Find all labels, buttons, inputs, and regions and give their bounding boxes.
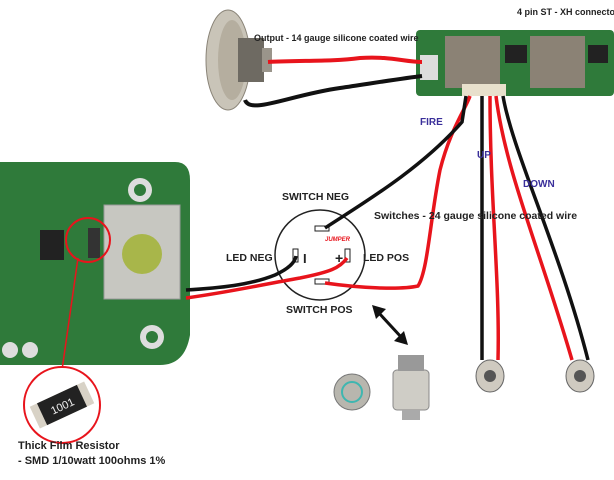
- up-label: UP: [477, 150, 491, 161]
- switch-neg-pin: [314, 225, 330, 232]
- fire-label: FIRE: [420, 117, 443, 128]
- up-switch: [475, 359, 505, 393]
- led-pos-wire: [185, 256, 349, 300]
- switch-pos-label: SWITCH POS: [286, 304, 353, 316]
- switch-neg-label: SWITCH NEG: [282, 191, 349, 203]
- controller-board: [416, 30, 614, 96]
- output-wire-label: Output - 14 gauge silicone coated wire: [254, 33, 419, 43]
- connector-label: 4 pin ST - XH connector: [517, 7, 614, 17]
- switches-wire-label: Switches - 24 gauge silicone coated wire: [374, 210, 577, 222]
- fire-neg-wire: [324, 95, 468, 230]
- resistor-highlight: [65, 217, 111, 263]
- resistor-title: Thick Film Resistor: [18, 440, 120, 452]
- led-neg-wire: [185, 255, 298, 292]
- jumper-label: JUMPER: [325, 237, 351, 243]
- down-pos-wire: [494, 95, 574, 361]
- up-pos-wire: [488, 95, 500, 361]
- output-jack: [205, 9, 272, 111]
- down-neg-wire: [501, 95, 590, 361]
- down-switch: [565, 359, 595, 393]
- down-label: DOWN: [523, 179, 555, 190]
- double-arrow-icon: [372, 305, 408, 345]
- led-pcb: [0, 162, 190, 365]
- output-negative-wire: [243, 74, 423, 108]
- switch-pinout: I + JUMPER: [274, 209, 366, 301]
- led-neg-label: LED NEG: [226, 252, 273, 264]
- led-neg-pin: [292, 248, 299, 263]
- plus-mark: +: [335, 250, 343, 266]
- switch-pos-pin: [314, 278, 330, 285]
- led-pos-pin: [344, 248, 351, 263]
- led-pos-label: LED POS: [363, 252, 409, 264]
- minus-mark: I: [303, 251, 307, 266]
- fire-pos-wire: [324, 95, 472, 290]
- fire-button-side: [392, 355, 430, 420]
- output-positive-wire: [267, 55, 423, 64]
- resistor-closeup: 1001: [23, 366, 101, 444]
- fire-button-front: [333, 373, 371, 411]
- resistor-spec: - SMD 1/10watt 100ohms 1%: [18, 455, 166, 467]
